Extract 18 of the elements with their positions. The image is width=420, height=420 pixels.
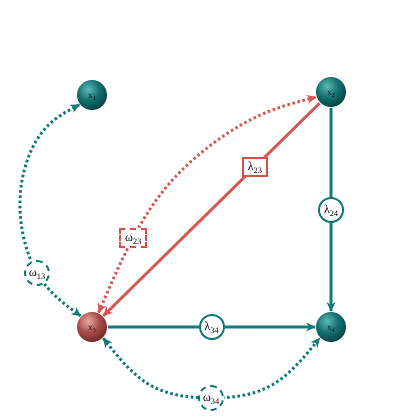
edge-label: ω$_{13}$ [24, 260, 50, 286]
edge-label: ω$_{34}$ [198, 385, 224, 411]
arrow [108, 322, 316, 332]
edge-label: λ$_{23}$ [242, 156, 268, 177]
node-label: x$_{3}$ [88, 322, 96, 332]
node-label: x$_{4}$ [327, 322, 335, 332]
sphere-node [77, 312, 107, 342]
node-label: x$_{1}$ [88, 90, 96, 100]
edge-label: λ$_{24}$ [318, 196, 344, 222]
sphere-node [316, 77, 346, 107]
dotted-arrow [18, 103, 82, 317]
arrow [326, 108, 336, 312]
sphere-node [77, 80, 107, 110]
edge-label: ω$_{23}$ [119, 228, 148, 248]
sphere-node [316, 312, 346, 342]
dotted-arrow [102, 337, 321, 400]
edge-label: λ$_{34}$ [198, 314, 224, 340]
node-label: x$_{2}$ [327, 88, 335, 96]
